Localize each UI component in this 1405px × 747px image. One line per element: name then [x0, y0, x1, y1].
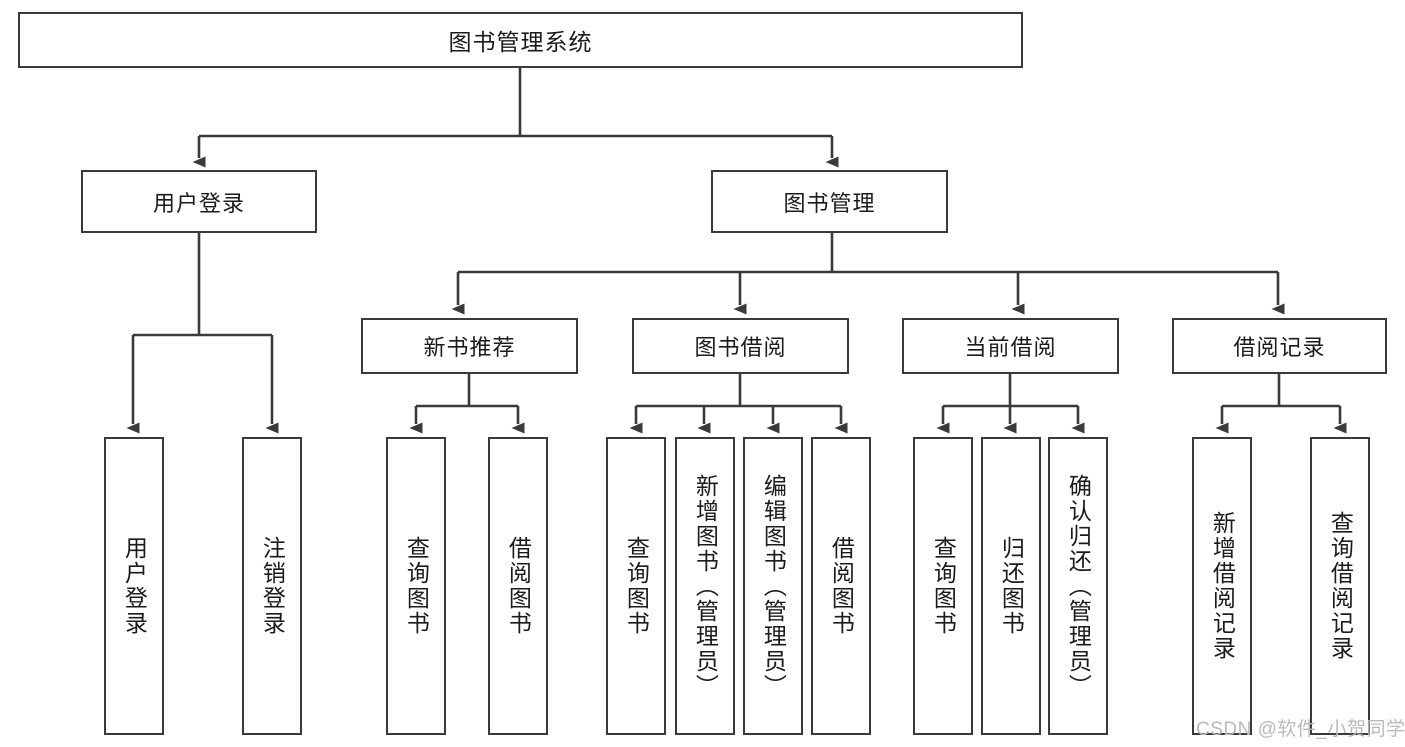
leaf-new-book-query-book[interactable]: 查询图书 — [386, 437, 446, 735]
node-label: 查询图书 — [623, 536, 650, 636]
leaf-current-borrow-return-book[interactable]: 归还图书 — [981, 437, 1041, 735]
leaf-borrow-record-query-record[interactable]: 查询借阅记录 — [1310, 437, 1370, 735]
node-label: 借阅记录 — [1233, 335, 1326, 360]
leaf-book-borrow-edit-book-admin[interactable]: 编辑图书（管理员） — [743, 437, 803, 735]
node-label: 当前借阅 — [964, 335, 1057, 360]
leaf-book-borrow-borrow-book[interactable]: 借阅图书 — [811, 437, 871, 735]
node-label: 借阅图书 — [505, 536, 532, 636]
node-label: 编辑图书（管理员） — [760, 473, 787, 699]
node-label: 新增借阅记录 — [1209, 511, 1236, 661]
node-borrow-record[interactable]: 借阅记录 — [1172, 318, 1387, 374]
leaf-new-book-borrow-book[interactable]: 借阅图书 — [488, 437, 548, 735]
node-label: 新书推荐 — [423, 335, 516, 360]
node-label: 新增图书（管理员） — [692, 473, 719, 699]
node-user-login[interactable]: 用户登录 — [81, 170, 317, 233]
leaf-user-login-logout[interactable]: 注销登录 — [242, 437, 302, 735]
node-label: 图书借阅 — [694, 335, 787, 360]
node-label: 注销登录 — [259, 536, 286, 636]
leaf-borrow-record-add-record[interactable]: 新增借阅记录 — [1192, 437, 1252, 735]
node-new-book-recommend[interactable]: 新书推荐 — [361, 318, 578, 374]
node-label: 查询借阅记录 — [1327, 511, 1354, 661]
node-label: 查询图书 — [930, 536, 957, 636]
node-label: 图书管理 — [783, 190, 876, 216]
node-label: 图书管理系统 — [448, 29, 593, 55]
node-label: 借阅图书 — [828, 536, 855, 636]
leaf-book-borrow-add-book-admin[interactable]: 新增图书（管理员） — [675, 437, 735, 735]
node-label: 用户登录 — [121, 536, 148, 636]
node-current-borrow[interactable]: 当前借阅 — [902, 318, 1119, 374]
node-label: 用户登录 — [152, 190, 245, 216]
node-label: 归还图书 — [998, 536, 1025, 636]
node-book-management[interactable]: 图书管理 — [711, 170, 948, 233]
leaf-current-borrow-query-book[interactable]: 查询图书 — [913, 437, 973, 735]
csdn-watermark: CSDN @软件_小贺同学 — [1196, 719, 1405, 740]
node-book-borrow[interactable]: 图书借阅 — [632, 318, 849, 374]
node-root-book-management-system[interactable]: 图书管理系统 — [18, 12, 1023, 68]
leaf-user-login-login[interactable]: 用户登录 — [104, 437, 164, 735]
node-label: 查询图书 — [403, 536, 430, 636]
node-label: 确认归还（管理员） — [1065, 473, 1092, 699]
leaf-book-borrow-query-book[interactable]: 查询图书 — [606, 437, 666, 735]
leaf-current-borrow-confirm-return-admin[interactable]: 确认归还（管理员） — [1048, 437, 1108, 735]
